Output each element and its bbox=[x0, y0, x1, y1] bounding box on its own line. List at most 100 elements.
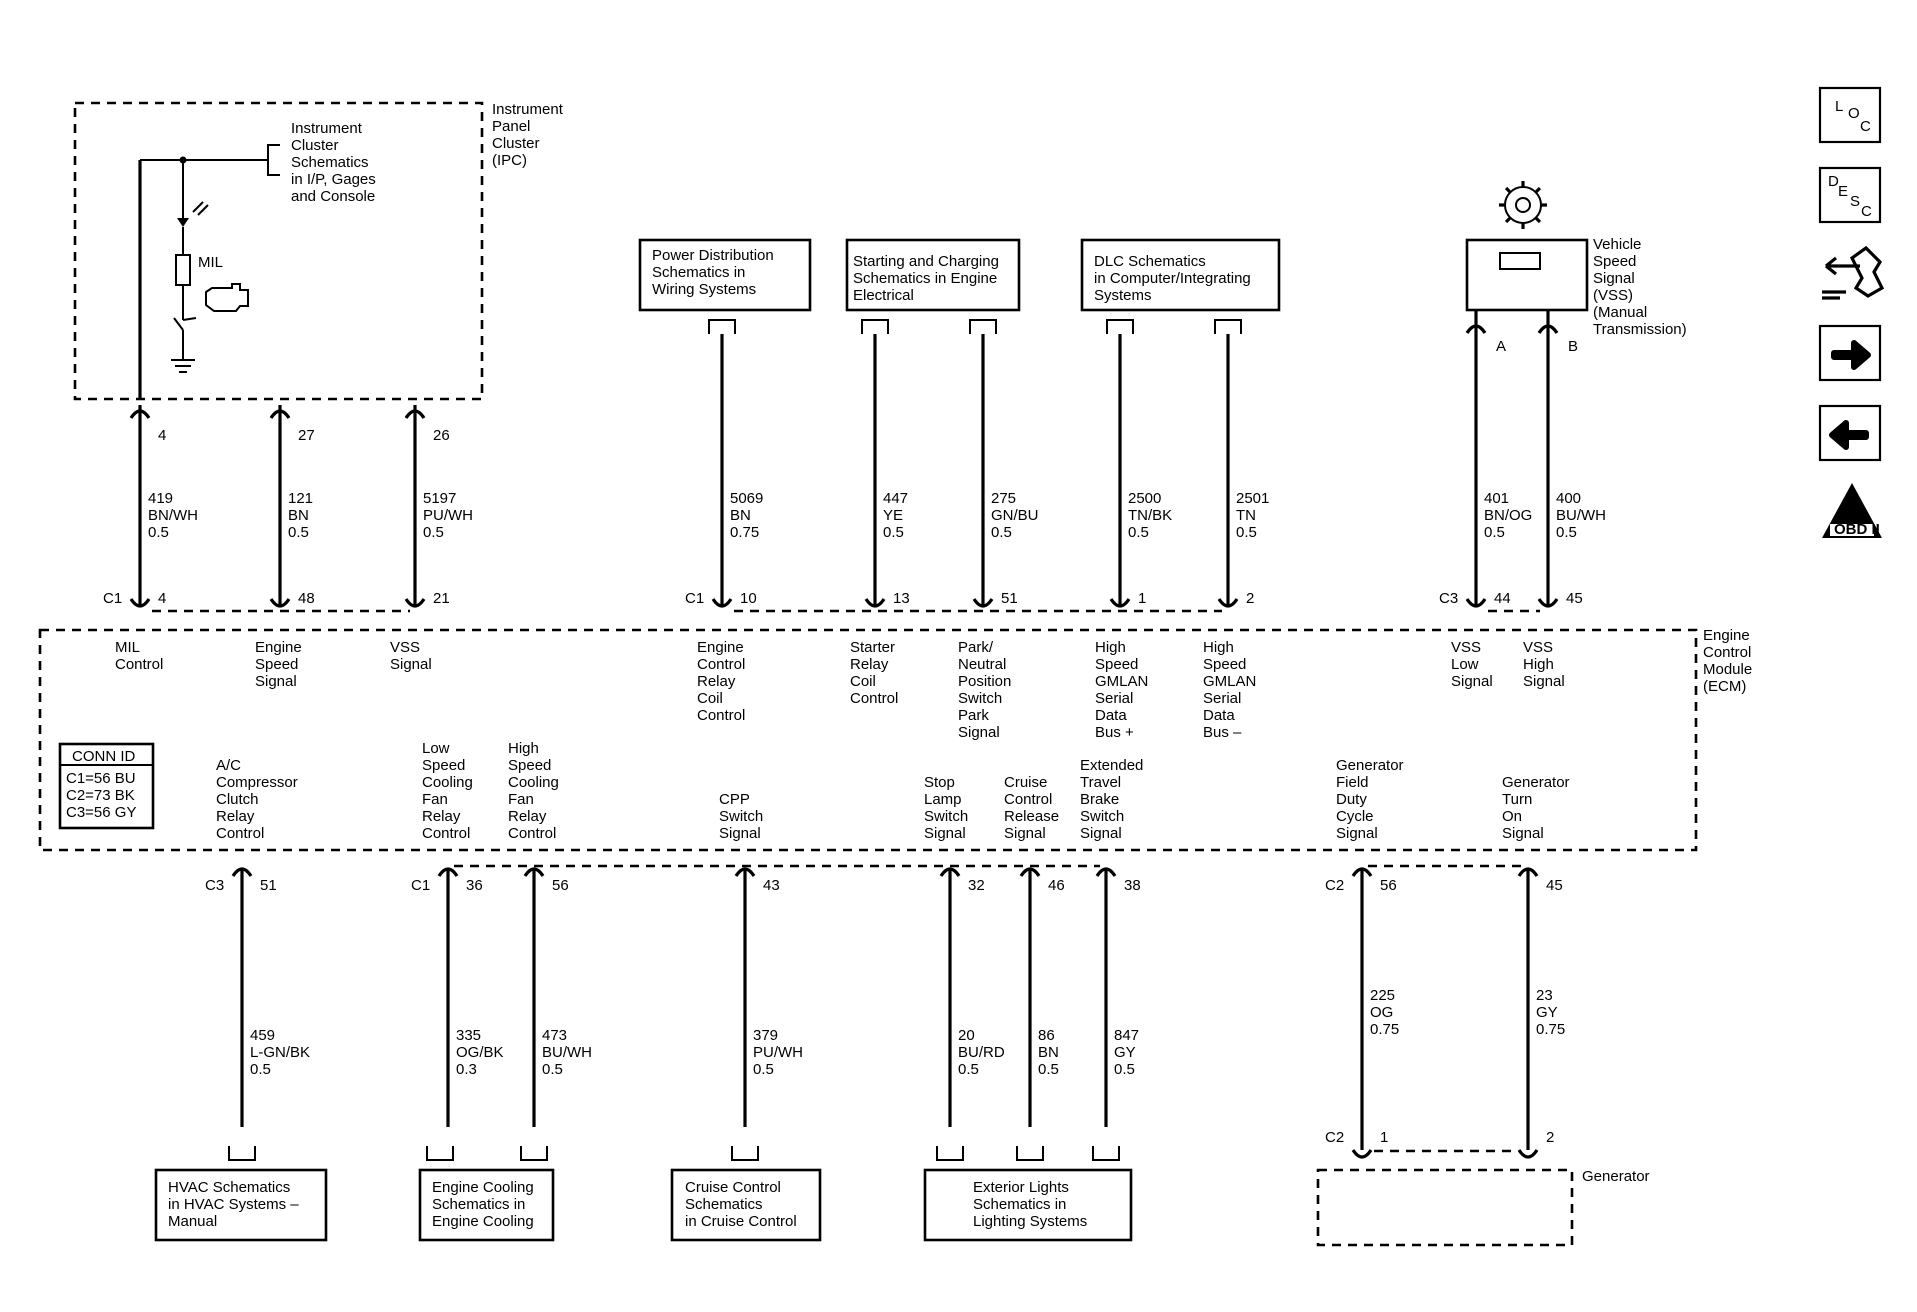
ipc-label: Cluster bbox=[492, 135, 540, 152]
signal-name-vss-high: VSS bbox=[1523, 639, 1553, 656]
harness-connector bbox=[708, 319, 736, 334]
wire-spec-stop-lamp: 20 bbox=[958, 1027, 975, 1044]
conn-id-row: C3=56 GY bbox=[66, 804, 136, 821]
wire-spec-park-neutral: 0.5 bbox=[991, 524, 1012, 541]
loc-icon-letter: C bbox=[1860, 118, 1871, 135]
signal-name-starter-relay: Coil bbox=[850, 673, 876, 690]
signal-name-mil: MIL bbox=[115, 639, 140, 656]
ref-box-hvac bbox=[154, 1168, 328, 1242]
wire-spec-gen-field: 0.75 bbox=[1370, 1021, 1399, 1038]
ref-box-starting-text: Starting and Charging bbox=[853, 253, 999, 270]
wire-spec-gen-field: OG bbox=[1370, 1004, 1393, 1021]
wire-spec-high-fan: 473 bbox=[542, 1027, 567, 1044]
wire-spec-starter-relay: 0.5 bbox=[883, 524, 904, 541]
wire-spec-gmlan-minus: 2501 bbox=[1236, 490, 1269, 507]
labels: EngineControlModule(ECM)InstrumentPanelC… bbox=[66, 101, 1752, 1230]
harness-connector bbox=[861, 319, 889, 334]
harness-connector bbox=[1106, 319, 1134, 334]
signal-name-starter-relay: Control bbox=[850, 690, 898, 707]
signal-name-park-neutral: Park bbox=[958, 707, 989, 724]
signal-name-ac-relay: Compressor bbox=[216, 774, 298, 791]
vss-sensor-label: Signal bbox=[1593, 270, 1635, 287]
ipc-reference-text: in I/P, Gages bbox=[291, 171, 376, 188]
wire-spec-ecm-relay: BN bbox=[730, 507, 751, 524]
ref-box-starting-text: Schematics in Engine bbox=[853, 270, 997, 287]
ipc-reference-bracket bbox=[267, 144, 280, 176]
wire-spec-low-fan: 0.3 bbox=[456, 1061, 477, 1078]
signal-name-stop-lamp: Stop bbox=[924, 774, 955, 791]
signal-name-stop-lamp: Switch bbox=[924, 808, 968, 825]
conn-id-row: C1=56 BU bbox=[66, 770, 136, 787]
signal-name-ac-relay: A/C bbox=[216, 757, 241, 774]
wire-spec-vss-signal: 5197 bbox=[423, 490, 456, 507]
connector-id-label: C1 bbox=[103, 590, 122, 607]
signal-name-gmlan-minus: Speed bbox=[1203, 656, 1246, 673]
signal-name-gen-turn-on: Turn bbox=[1502, 791, 1532, 808]
signal-name-high-fan: Speed bbox=[508, 757, 551, 774]
obd-label: OBD II bbox=[1834, 521, 1880, 538]
ecm-label: Module bbox=[1703, 661, 1752, 678]
signal-name-low-fan: Fan bbox=[422, 791, 448, 808]
diode-icon bbox=[177, 218, 189, 227]
ref-box-hvac-text: Manual bbox=[168, 1213, 217, 1230]
wire-spec-ext-brake: 847 bbox=[1114, 1027, 1139, 1044]
harness-connector bbox=[520, 1146, 548, 1161]
signal-name-ac-relay: Clutch bbox=[216, 791, 259, 808]
gear-icon bbox=[1515, 197, 1531, 213]
ecm-pin-number: 45 bbox=[1566, 590, 1583, 607]
ecm-connector-terminal bbox=[129, 598, 151, 608]
signal-name-vss-high: High bbox=[1523, 656, 1554, 673]
signal-name-gmlan-plus: GMLAN bbox=[1095, 673, 1148, 690]
wire-spec-stop-lamp: 0.5 bbox=[958, 1061, 979, 1078]
generator-connector-terminal bbox=[1517, 1149, 1539, 1159]
wire-spec-vss-low: 0.5 bbox=[1484, 524, 1505, 541]
vss-sensor-label: (VSS) bbox=[1593, 287, 1633, 304]
ipc-reference-text: Instrument bbox=[291, 120, 363, 137]
signal-name-cruise-release: Signal bbox=[1004, 825, 1046, 842]
signal-name-ecm-relay: Control bbox=[697, 656, 745, 673]
arrow-left-shape bbox=[1829, 420, 1869, 450]
connector-id-label: C3 bbox=[1439, 590, 1458, 607]
signal-name-low-fan: Relay bbox=[422, 808, 461, 825]
signal-name-park-neutral: Position bbox=[958, 673, 1011, 690]
ecm-pin-number: 45 bbox=[1546, 877, 1563, 894]
ref-box-cooling-text: Schematics in bbox=[432, 1196, 525, 1213]
generator-pin-number: 2 bbox=[1546, 1129, 1554, 1146]
ecm-pin-number: 44 bbox=[1494, 590, 1511, 607]
wire-spec-high-fan: 0.5 bbox=[542, 1061, 563, 1078]
transistor-base bbox=[182, 317, 197, 321]
ref-box-dlc-text: DLC Schematics bbox=[1094, 253, 1206, 270]
harness-connector bbox=[1214, 319, 1242, 334]
connector-id-label: C1 bbox=[685, 590, 704, 607]
ref-box-starting-charging bbox=[845, 238, 1021, 312]
connector-id-label: C1 bbox=[411, 877, 430, 894]
ecm-label: (ECM) bbox=[1703, 678, 1746, 695]
signal-name-gmlan-minus: GMLAN bbox=[1203, 673, 1256, 690]
connector-end-view-icon[interactable] bbox=[1822, 245, 1885, 300]
signal-name-gen-turn-on: On bbox=[1502, 808, 1522, 825]
ecm-pin-number: 56 bbox=[552, 877, 569, 894]
signal-name-ext-brake: Travel bbox=[1080, 774, 1121, 791]
ecm-pin-number: 36 bbox=[466, 877, 483, 894]
wire-spec-ac-relay: L-GN/BK bbox=[250, 1044, 310, 1061]
ipc-label: Panel bbox=[492, 118, 530, 135]
mil-label: MIL bbox=[198, 254, 223, 271]
signal-name-vss-signal: Signal bbox=[390, 656, 432, 673]
connector-id-label: C2 bbox=[1325, 877, 1344, 894]
ref-box-lights-text: Schematics in bbox=[973, 1196, 1066, 1213]
wire-spec-gmlan-plus: TN/BK bbox=[1128, 507, 1172, 524]
wire-spec-vss-high: BU/WH bbox=[1556, 507, 1606, 524]
signal-name-gen-field: Generator bbox=[1336, 757, 1404, 774]
ecm-pin-number: 1 bbox=[1138, 590, 1146, 607]
signal-name-vss-low: VSS bbox=[1451, 639, 1481, 656]
signal-name-gmlan-minus: Bus – bbox=[1203, 724, 1242, 741]
arrow-right-icon[interactable] bbox=[1818, 324, 1882, 382]
wire-spec-vss-signal: PU/WH bbox=[423, 507, 473, 524]
wire-spec-engine-speed: 0.5 bbox=[288, 524, 309, 541]
signal-name-gen-field: Field bbox=[1336, 774, 1369, 791]
arrow-left-icon[interactable] bbox=[1818, 404, 1882, 462]
conn-id-row: C2=73 BK bbox=[66, 787, 135, 804]
